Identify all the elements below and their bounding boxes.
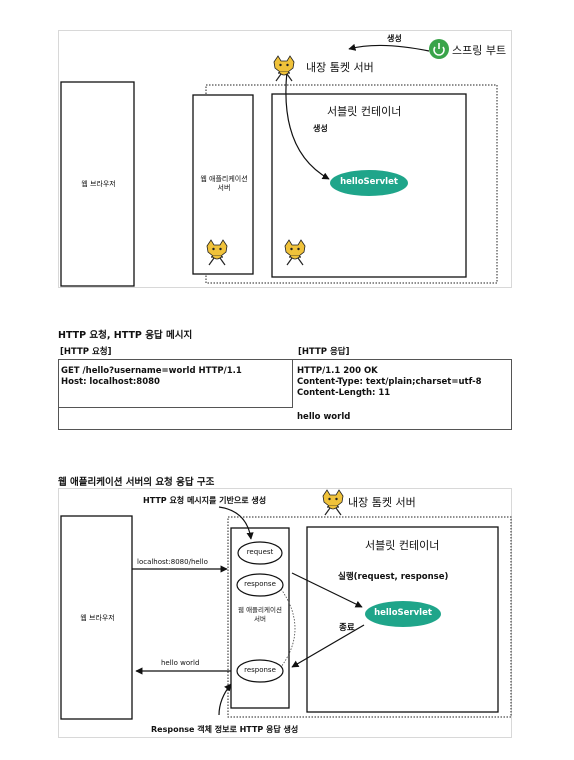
embedded-tomcat-label-2: 내장 톰켓 서버 <box>348 496 416 509</box>
http-request-line-1: GET /hello?username=world HTTP/1.1 <box>61 366 242 376</box>
spring-boot-label: 스프링 부트 <box>452 44 507 57</box>
was-label-2-line2: 서버 <box>254 615 266 623</box>
end-arrow <box>291 624 365 668</box>
create-label-top: 생성 <box>387 34 402 43</box>
response-label-bottom: response <box>244 666 276 674</box>
response-node-top <box>236 573 284 597</box>
web-browser-label: 웹 브라우저 <box>81 180 116 188</box>
create-servlet-arrow <box>285 70 330 180</box>
diagram-1: 생성 스프링 부트 내장 톰켓 서버 서블릿 컨테이너 생성 helloServ… <box>58 30 512 288</box>
spring-boot-icon <box>429 39 449 59</box>
create-from-http-arrow <box>218 506 254 540</box>
hello-world-label: hello world <box>161 659 200 667</box>
response-node-bottom <box>236 659 284 683</box>
hello-servlet-label: helloServlet <box>340 177 398 187</box>
hello-servlet-node <box>330 170 408 196</box>
web-browser-box <box>60 81 135 287</box>
hello-servlet-label-2: helloServlet <box>374 608 432 618</box>
diagram-2-title: 웹 애플리케이션 서버의 요청 응답 구조 <box>58 477 215 488</box>
request-label: request <box>246 548 274 556</box>
response-dotted-link <box>280 588 296 668</box>
servlet-container-label-2: 서블릿 컨테이너 <box>365 539 440 552</box>
tomcat-icon <box>273 55 295 82</box>
tomcat-boundary-2 <box>227 516 512 718</box>
http-section-title: HTTP 요청, HTTP 응답 메시지 <box>58 330 193 341</box>
response-creation-label: Response 객체 정보로 HTTP 응답 생성 <box>151 725 299 734</box>
create-label-inner: 생성 <box>313 124 328 133</box>
http-response-line-1: HTTP/1.1 200 OK <box>297 366 378 376</box>
was-label: 웹 애플리케이션 서버 <box>193 175 255 193</box>
servlet-container-label: 서블릿 컨테이너 <box>327 105 402 118</box>
embedded-tomcat-label: 내장 톰켓 서버 <box>306 61 374 74</box>
url-label: localhost:8080/hello <box>137 558 208 566</box>
http-response-line-2: Content-Type: text/plain;charset=utf-8 <box>297 377 482 387</box>
http-request-line-2: Host: localhost:8080 <box>61 377 160 387</box>
was-label-line1: 웹 애플리케이션 <box>200 175 248 183</box>
diagram-2: HTTP 요청 메시지를 기반으로 생성 내장 톰켓 서버 서블릿 컨테이너 r… <box>58 488 512 738</box>
was-label-line2: 서버 <box>217 184 231 192</box>
http-response-line-3: Content-Length: 11 <box>297 388 391 398</box>
http-table <box>58 359 512 430</box>
hello-servlet-node-2 <box>365 601 441 627</box>
response-label-top: response <box>244 580 276 588</box>
response-creation-arrow <box>218 683 232 716</box>
http-response-line-5: hello world <box>297 412 351 422</box>
execute-arrow <box>291 572 363 608</box>
end-label: 종료 <box>339 623 355 633</box>
tomcat-icon-2 <box>322 489 344 516</box>
web-browser-label-2: 웹 브라우저 <box>80 614 115 622</box>
http-request-header: [HTTP 요청] <box>60 347 112 357</box>
was-label-2: 웹 애플리케이션 서버 <box>229 606 291 624</box>
was-label-2-line1: 웹 애플리케이션 <box>238 606 282 614</box>
create-tomcat-arrow <box>348 43 430 52</box>
request-node <box>237 541 283 565</box>
execute-label: 실행(request, response) <box>338 572 449 582</box>
http-response-header: [HTTP 응답] <box>298 347 350 357</box>
web-browser-box-2 <box>60 515 133 720</box>
http-request-box: GET /hello?username=world HTTP/1.1 Host:… <box>58 359 293 408</box>
http-response-box: HTTP/1.1 200 OK Content-Type: text/plain… <box>294 359 510 428</box>
create-from-http-label: HTTP 요청 메시지를 기반으로 생성 <box>143 496 267 505</box>
